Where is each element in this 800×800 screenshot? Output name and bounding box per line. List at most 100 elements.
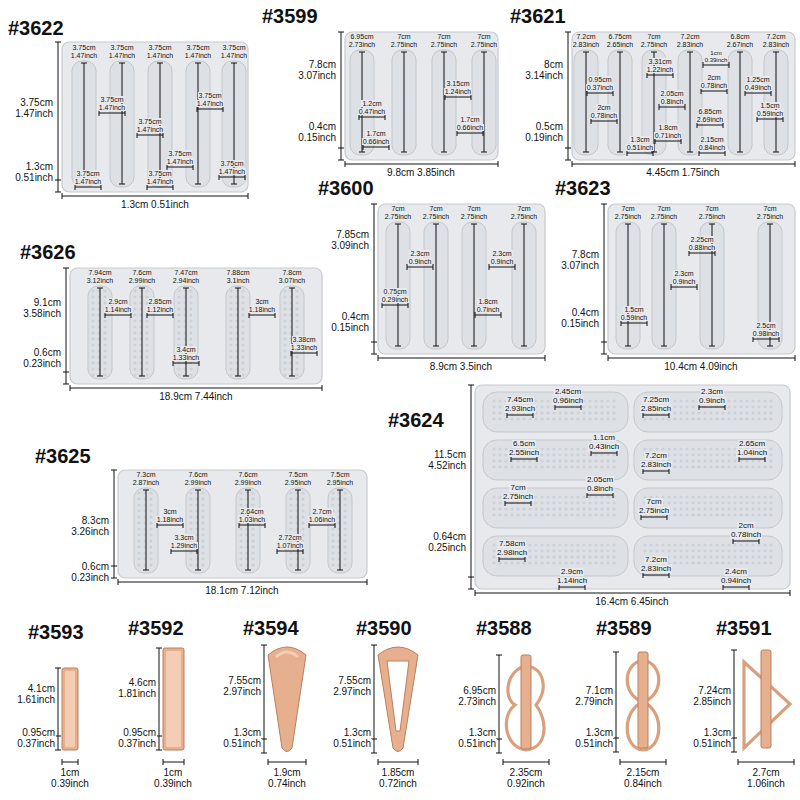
pattern-dot	[612, 543, 615, 546]
pattern-dot	[745, 399, 748, 402]
pattern-dot	[149, 551, 152, 554]
dimension-line	[499, 559, 525, 560]
pattern-dot	[721, 549, 724, 552]
dimension-line	[690, 52, 691, 152]
dimension-line	[475, 315, 501, 316]
dimension-line	[565, 160, 571, 161]
pattern-dot	[721, 561, 724, 564]
pattern-dot	[763, 513, 766, 516]
pattern-dot	[649, 447, 652, 450]
pattern-dot	[606, 513, 609, 516]
pattern-dot	[295, 319, 298, 322]
pattern-dot	[201, 557, 204, 560]
pattern-dot	[522, 417, 525, 420]
pattern-dot	[655, 549, 658, 552]
pattern-dot	[189, 307, 192, 310]
dimension-label: 7cm	[436, 33, 451, 40]
dimension-line	[499, 655, 500, 753]
dimension-label: 7.88cm	[226, 269, 251, 276]
dimension-label: 2.65cm	[738, 440, 766, 448]
pattern-dot	[103, 325, 106, 328]
dimension-line	[114, 470, 115, 578]
mold-cavity	[483, 392, 628, 432]
pattern-dot	[727, 549, 730, 552]
dimension-line	[767, 346, 773, 347]
dimension-label: 1.47inch	[70, 52, 98, 59]
dimension-label: 2.05cm	[660, 90, 685, 97]
pattern-dot	[739, 507, 742, 510]
pattern-dot	[145, 319, 148, 322]
pattern-dot	[492, 501, 495, 504]
dimension-line	[374, 645, 375, 753]
dimension-line	[549, 759, 550, 765]
pattern-dot	[251, 533, 254, 536]
pattern-dot	[697, 507, 700, 510]
pattern-dot	[528, 543, 531, 546]
pattern-dot	[679, 501, 682, 504]
pattern-dot	[763, 549, 766, 552]
pattern-dot	[745, 405, 748, 408]
pattern-dot	[331, 545, 334, 548]
dimension-label: 2.3cm	[491, 250, 512, 257]
dimension-label: 0.9inch	[490, 258, 515, 265]
dimension-label: 0.59inch	[756, 110, 784, 117]
pattern-dot	[673, 549, 676, 552]
pattern-dot	[594, 405, 597, 408]
pattern-dot	[229, 325, 232, 328]
pattern-dot	[91, 337, 94, 340]
pattern-dot	[697, 411, 700, 414]
dimension-label: 2.64cm	[240, 508, 265, 515]
pattern-dot	[564, 411, 567, 414]
pattern-dot	[739, 543, 742, 546]
pattern-dot	[673, 501, 676, 504]
mold-cavity	[186, 488, 210, 573]
dimension-line	[118, 579, 119, 585]
pattern-dot	[504, 513, 507, 516]
pattern-dot	[576, 495, 579, 498]
pattern-dot	[498, 399, 501, 402]
pattern-dot	[558, 447, 561, 450]
pattern-dot	[504, 459, 507, 462]
dimension-label: 7.85cm	[335, 230, 370, 240]
dimension-label: 2.83inch	[762, 41, 790, 48]
pattern-dot	[733, 417, 736, 420]
pattern-dot	[763, 561, 766, 564]
dimension-label: 3.75cm	[148, 44, 173, 51]
pattern-dot	[715, 495, 718, 498]
dimension-line	[62, 762, 78, 763]
dimension-label: 7cm	[476, 33, 491, 40]
dimension-line	[471, 346, 477, 347]
dimension-label: 2.85inch	[640, 405, 672, 413]
dimension-line	[773, 52, 779, 53]
dimension-line	[586, 52, 587, 152]
dimension-line	[55, 668, 61, 669]
pattern-dot	[697, 447, 700, 450]
pattern-dot	[289, 557, 292, 560]
pattern-dot	[201, 497, 204, 500]
pattern-dot	[492, 453, 495, 456]
pattern-dot	[594, 513, 597, 516]
pattern-dot	[546, 513, 549, 516]
dimension-label: 16.4cm 6.45inch	[594, 597, 669, 607]
dimension-line	[122, 63, 123, 184]
pattern-dot	[655, 417, 658, 420]
dimension-line	[341, 32, 342, 160]
pattern-dot	[727, 543, 730, 546]
dimension-line	[295, 490, 301, 491]
dimension-line	[507, 415, 533, 416]
dimension-line	[81, 63, 87, 64]
dimension-label: 7.5cm	[329, 471, 350, 478]
mold-cavity	[286, 488, 310, 573]
pattern-dot	[189, 551, 192, 554]
pattern-dot	[189, 319, 192, 322]
dimension-line	[70, 385, 71, 391]
pattern-dot	[149, 539, 152, 542]
pattern-dot	[528, 561, 531, 564]
pattern-dot	[691, 507, 694, 510]
dimension-label: 0.9inch	[672, 278, 697, 285]
dimension-label: 0.78inch	[700, 82, 728, 89]
dimension-label: 3.75cm	[148, 170, 173, 177]
dimension-line	[659, 107, 685, 108]
dimension-line	[587, 93, 613, 94]
pattern-dot	[145, 289, 148, 292]
